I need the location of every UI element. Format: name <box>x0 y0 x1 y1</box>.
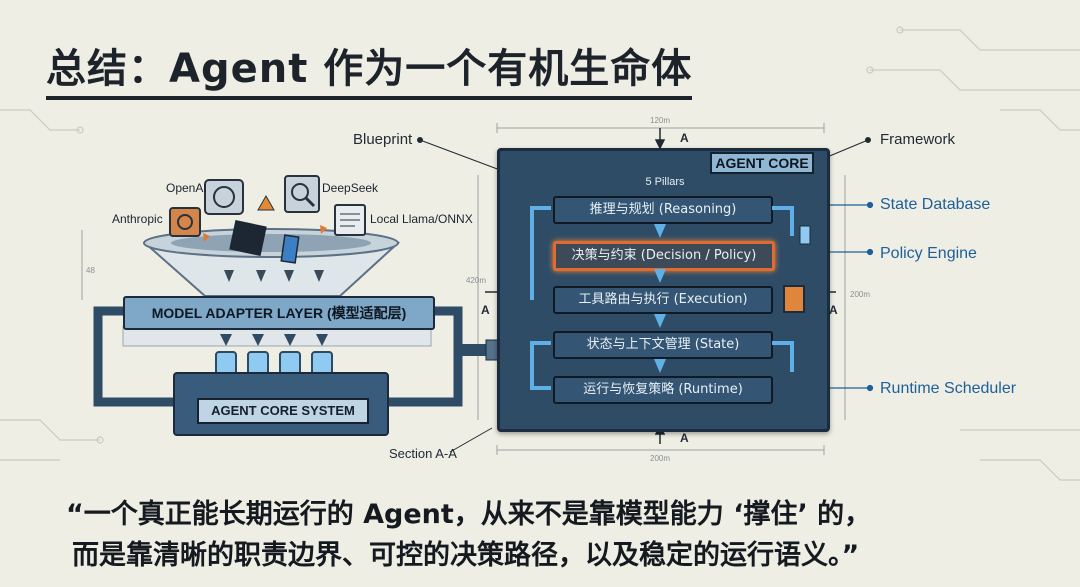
pillar-state: 状态与上下文管理 (State) <box>553 331 773 359</box>
local-model-label: Local Llama/ONNX <box>370 212 473 226</box>
openai-label: OpenAI <box>166 181 207 195</box>
quote-line-1: “一个真正能长期运行的 Agent，从来不是靠模型能力 ‘撑住’ 的， <box>66 499 872 530</box>
pillar-runtime: 运行与恢复策略 (Runtime) <box>553 376 773 404</box>
section-marker-right: A <box>829 303 838 317</box>
agent-core-system: AGENT CORE SYSTEM <box>173 372 389 436</box>
dimension-right: 200m <box>850 290 871 299</box>
pillar-decision-policy: 决策与约束 (Decision / Policy) <box>553 241 775 271</box>
quote-line-2: 而是靠清晰的职责边界、可控的决策路径，以及稳定的运行语义。” <box>72 540 860 571</box>
blueprint-label: Blueprint <box>353 131 413 148</box>
section-marker-top: A <box>680 131 689 145</box>
circuit-traces <box>0 26 1080 481</box>
deepseek-label: DeepSeek <box>322 181 379 195</box>
dimension-bottom: 200m <box>650 454 671 463</box>
agent-core-system-label: AGENT CORE SYSTEM <box>197 398 369 424</box>
agent-core-title: AGENT CORE <box>710 152 814 174</box>
model-icons <box>169 175 366 242</box>
model-adapter-layer: MODEL ADAPTER LAYER (模型适配层) <box>123 296 435 330</box>
state-database-label: State Database <box>880 196 991 213</box>
pillars-header: 5 Pillars <box>645 176 685 188</box>
dimension-small: 48 <box>86 266 95 275</box>
dimension-top: 120m <box>650 116 671 125</box>
dimension-left: 420m <box>466 276 487 285</box>
page-title: 总结：Agent 作为一个有机生命体 <box>46 36 693 100</box>
section-marker-left: A <box>481 303 490 317</box>
section-marker-bottom: A <box>680 431 689 445</box>
anthropic-label: Anthropic <box>112 212 163 226</box>
pillar-reasoning: 推理与规划 (Reasoning) <box>553 196 773 224</box>
section-label: Section A-A <box>389 446 457 461</box>
runtime-scheduler-label: Runtime Scheduler <box>880 380 1017 397</box>
framework-label: Framework <box>880 131 956 148</box>
policy-engine-label: Policy Engine <box>880 245 977 262</box>
pillar-execution: 工具路由与执行 (Execution) <box>553 286 773 314</box>
adapter-connectors <box>93 306 499 407</box>
